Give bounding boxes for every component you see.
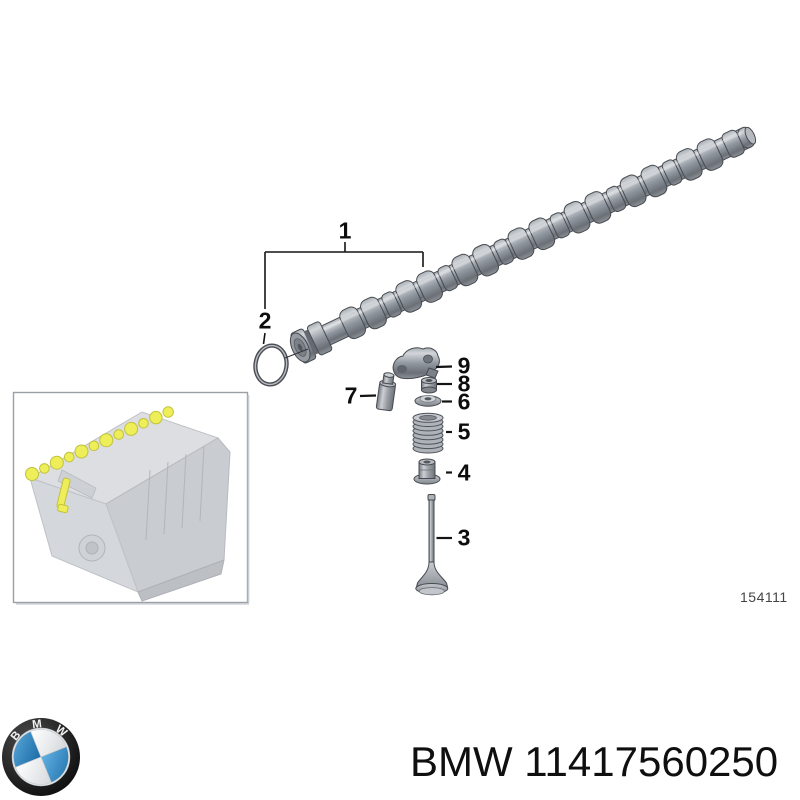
camshaft-drawing: [289, 126, 757, 364]
rocker-arm-drawing: [392, 347, 440, 380]
svg-text:M: M: [32, 718, 43, 731]
callout-4-valve-stem-seal: 4: [457, 459, 471, 486]
valve-keeper-drawing: [421, 377, 437, 394]
callout-7-valve-lifter: 7: [344, 382, 358, 409]
callout-bracket: [262, 242, 424, 345]
roundel-quadrants: [13, 729, 69, 785]
leader-lines: [359, 365, 453, 540]
valve-stem-seal-drawing: [413, 458, 441, 485]
valve-lifter-drawing: [375, 372, 397, 412]
o-ring-position-leader: [284, 348, 309, 359]
camshaft-front-face: [289, 321, 333, 364]
part-number-caption: BMW 11417560250: [410, 738, 779, 785]
valve-drawing: [415, 494, 449, 596]
callout-5-valve-spring: 5: [457, 418, 471, 445]
engine-camshaft-highlight: [25, 406, 174, 514]
callout-3-valve: 3: [457, 524, 471, 551]
valve-spring-drawing: [412, 412, 444, 454]
callout-2-o-ring: 2: [258, 307, 272, 334]
bmw-roundel-logo: B M W: [2, 718, 80, 796]
engine-thumbnail-box: [12, 391, 250, 605]
callout-8-valve-keeper: 8: [457, 370, 471, 397]
spring-retainer-drawing: [414, 394, 442, 407]
callout-1-camshaft: 1: [338, 217, 352, 244]
callout-9-rocker-arm: 9: [457, 352, 471, 379]
callout-6-spring-retainer: 6: [457, 388, 471, 415]
drawing-number: 154111: [740, 589, 788, 605]
o-ring-drawing: [253, 343, 289, 387]
